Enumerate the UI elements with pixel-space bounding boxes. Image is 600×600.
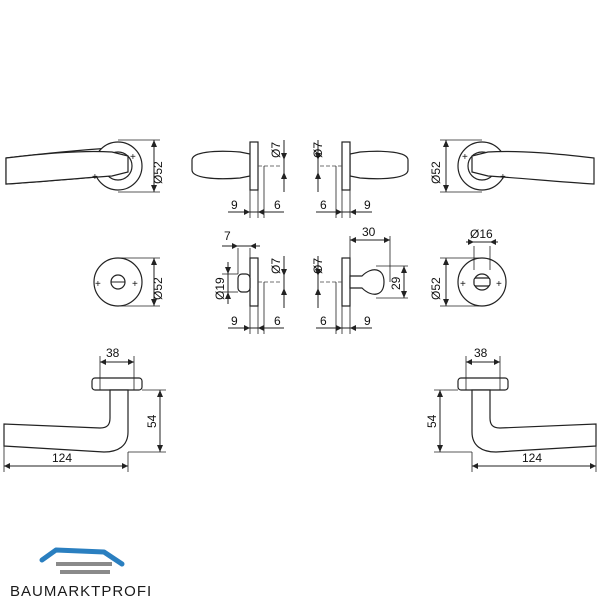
dim-rosette-tr: Ø52 (429, 161, 443, 184)
wc-rosette-front-left: + + Ø52 (93, 257, 165, 307)
svg-text:+: + (500, 172, 506, 183)
lever-top-view-right: 38 54 124 (425, 346, 597, 472)
dim-gap-right-a-top: 6 (320, 198, 327, 212)
turn-side-view: 7 Ø19 9 6 Ø7 (213, 229, 287, 334)
roof-icon (39, 547, 125, 567)
dim-release-width: 30 (362, 225, 376, 239)
dim-pin-mr: Ø7 (311, 258, 325, 274)
dim-rosette-mr: Ø52 (429, 277, 443, 300)
svg-text:+: + (460, 279, 466, 290)
dim-pin-tr: Ø7 (311, 142, 325, 158)
dim-lever-base-right: 38 (474, 346, 488, 360)
dim-pin-tl: Ø7 (269, 142, 283, 158)
svg-text:+: + (95, 279, 101, 290)
dim-lever-height-left: 54 (145, 414, 159, 428)
dim-lever-height-right: 54 (425, 414, 439, 428)
dim-gap-left-a-top: 9 (231, 198, 238, 212)
lever-side-view-left: 9 6 Ø7 (191, 140, 287, 218)
dim-gap-right-b-mid: 9 (364, 314, 371, 328)
release-side-view: 30 29 6 9 Ø7 (311, 225, 408, 334)
dim-release-diameter: Ø16 (470, 227, 493, 241)
dim-pin-ml: Ø7 (269, 258, 283, 274)
lever-top-view-left: 38 54 124 (3, 346, 166, 472)
svg-text:+: + (130, 152, 136, 163)
brand-name: BAUMARKTPROFI (10, 583, 152, 600)
dim-gap-right-a-mid: 6 (320, 314, 327, 328)
brand-logo: BAUMARKTPROFI (10, 547, 152, 600)
dim-gap-left-b-mid: 6 (274, 314, 281, 328)
dim-lever-length-left: 124 (52, 451, 72, 465)
lever-rosette-front-right: + + Ø52 (429, 139, 595, 193)
svg-text:+: + (462, 152, 468, 163)
dim-gap-right-b-top: 9 (364, 198, 371, 212)
svg-text:+: + (132, 279, 138, 290)
svg-text:+: + (496, 279, 502, 290)
dim-rosette-ml: Ø52 (151, 277, 165, 300)
dim-gap-left-b-top: 6 (274, 198, 281, 212)
dim-gap-left-a-mid: 9 (231, 314, 238, 328)
dim-turn-width: 7 (224, 229, 231, 243)
lever-side-view-right: 6 9 Ø7 (311, 140, 409, 218)
dim-rosette-tl: Ø52 (151, 161, 165, 184)
svg-text:+: + (92, 172, 98, 183)
dim-turn-diameter: Ø19 (213, 277, 227, 300)
release-rosette-front-right: + + Ø16 Ø52 (429, 227, 507, 307)
dim-release-height: 29 (389, 276, 403, 290)
lever-rosette-front-left: + + Ø52 (5, 139, 165, 193)
dim-lever-base-left: 38 (106, 346, 120, 360)
dim-lever-length-right: 124 (522, 451, 542, 465)
